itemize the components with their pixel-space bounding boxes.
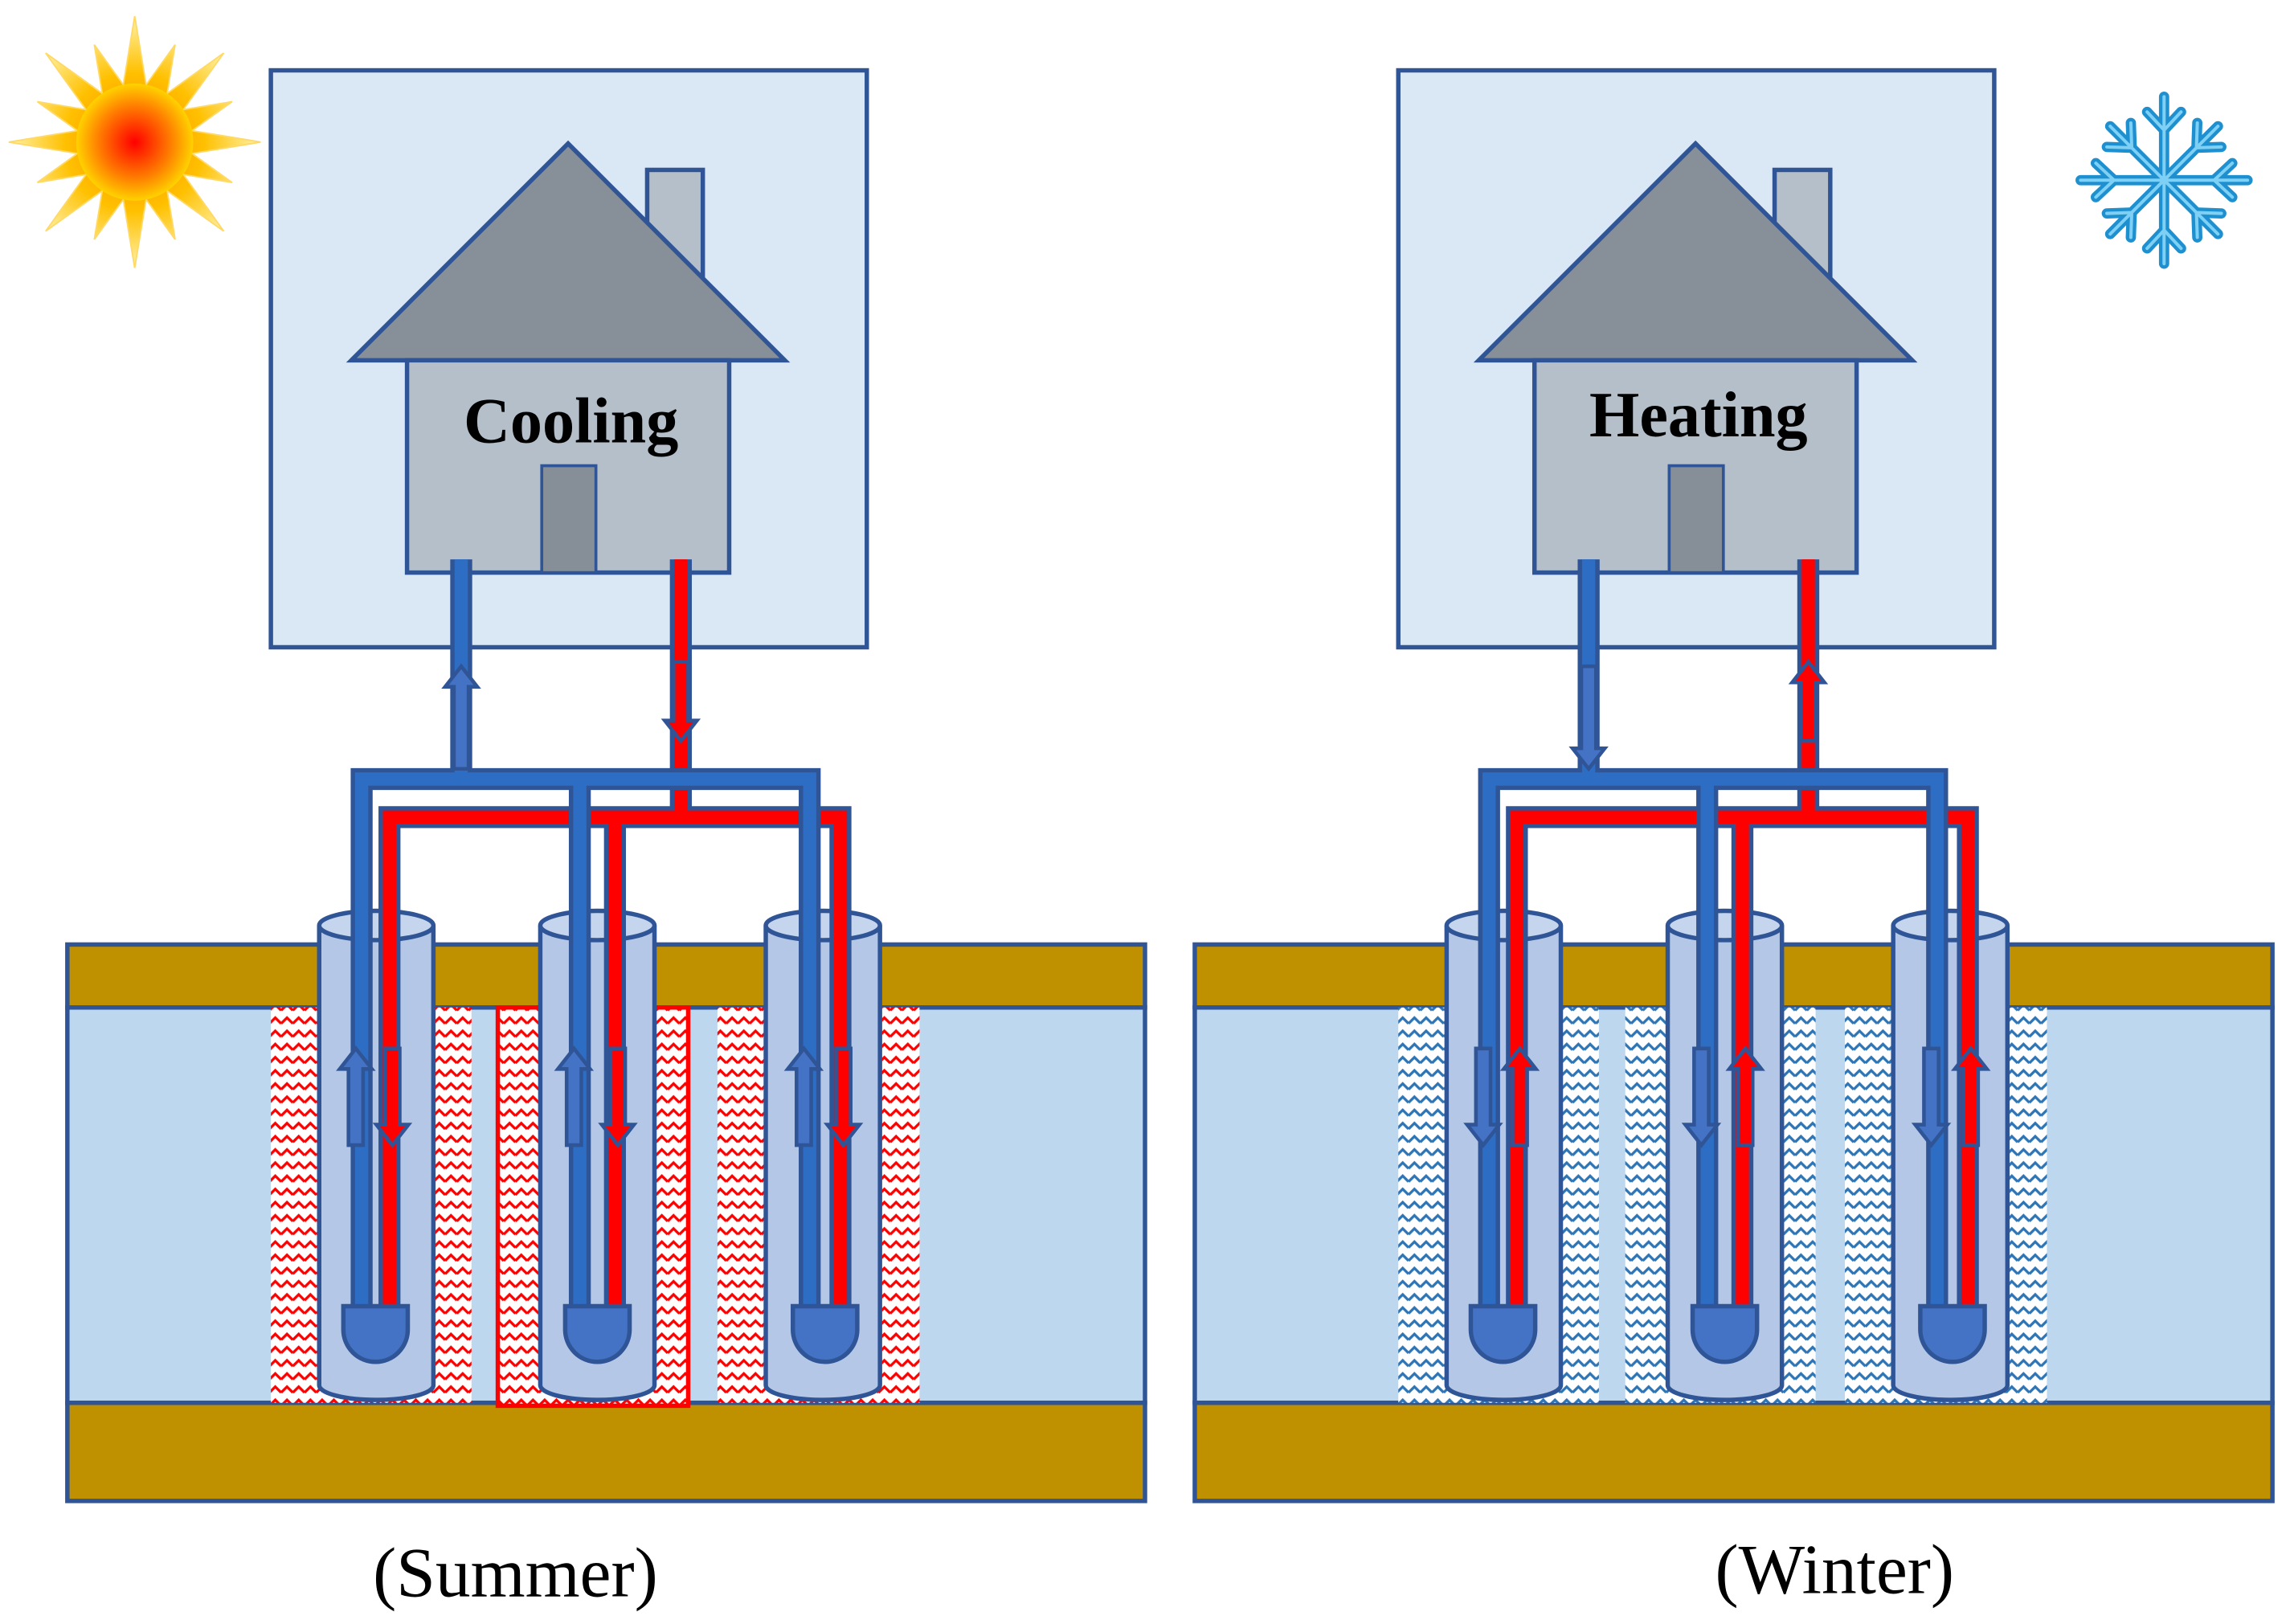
borehole-top bbox=[1444, 908, 1564, 943]
house-door bbox=[1667, 464, 1725, 575]
arrow-down-icon bbox=[1463, 1046, 1503, 1148]
u-tube-bottom bbox=[562, 1303, 632, 1364]
arrow-up-icon bbox=[783, 1045, 824, 1147]
arrow-down-icon bbox=[1568, 664, 1609, 772]
borehole-top bbox=[317, 908, 436, 943]
winter-panel bbox=[1192, 67, 2275, 1503]
u-tube-bottom bbox=[1690, 1303, 1760, 1364]
house-label-cooling: Cooling bbox=[464, 386, 678, 456]
sun-core bbox=[76, 83, 194, 201]
arrow-up-icon bbox=[1951, 1045, 1991, 1147]
borehole-top bbox=[1665, 908, 1785, 943]
arrow-up-icon bbox=[554, 1045, 595, 1147]
season-panels bbox=[65, 67, 2275, 1503]
arrow-down-icon bbox=[1681, 1046, 1722, 1148]
sun-icon bbox=[8, 15, 261, 268]
snowflake-icon bbox=[2075, 91, 2253, 269]
u-tube-bottom bbox=[341, 1303, 411, 1364]
bottom-soil-layer bbox=[1192, 1401, 2275, 1503]
u-tube-bottom bbox=[1918, 1303, 1987, 1364]
arrow-up-icon bbox=[1788, 659, 1829, 743]
borehole-casing bbox=[1444, 925, 1564, 1402]
arrow-up-icon bbox=[441, 663, 481, 771]
u-tube-bottom bbox=[791, 1303, 860, 1364]
borehole-casing bbox=[317, 925, 436, 1402]
house-door bbox=[540, 464, 598, 575]
house-label-heating: Heating bbox=[1589, 380, 1808, 451]
caption-winter: (Winter) bbox=[1715, 1531, 1955, 1609]
borehole-top bbox=[763, 908, 882, 943]
arrow-down-icon bbox=[1911, 1046, 1952, 1148]
u-tube-bottom bbox=[1468, 1303, 1538, 1364]
borehole-top bbox=[1891, 908, 2010, 943]
arrow-down-icon bbox=[598, 1046, 638, 1148]
arrow-up-icon bbox=[1499, 1045, 1540, 1147]
arrow-down-icon bbox=[372, 1046, 413, 1148]
arrow-up-icon bbox=[1725, 1045, 1765, 1147]
snowflake-highlight bbox=[2079, 95, 2250, 266]
arrow-down-icon bbox=[823, 1046, 864, 1148]
caption-summer: (Summer) bbox=[373, 1533, 658, 1611]
borehole-top bbox=[538, 908, 657, 943]
arrow-down-icon bbox=[660, 660, 701, 744]
arrow-up-icon bbox=[336, 1045, 376, 1147]
bottom-soil-layer bbox=[65, 1401, 1147, 1503]
summer-panel bbox=[65, 67, 1147, 1503]
